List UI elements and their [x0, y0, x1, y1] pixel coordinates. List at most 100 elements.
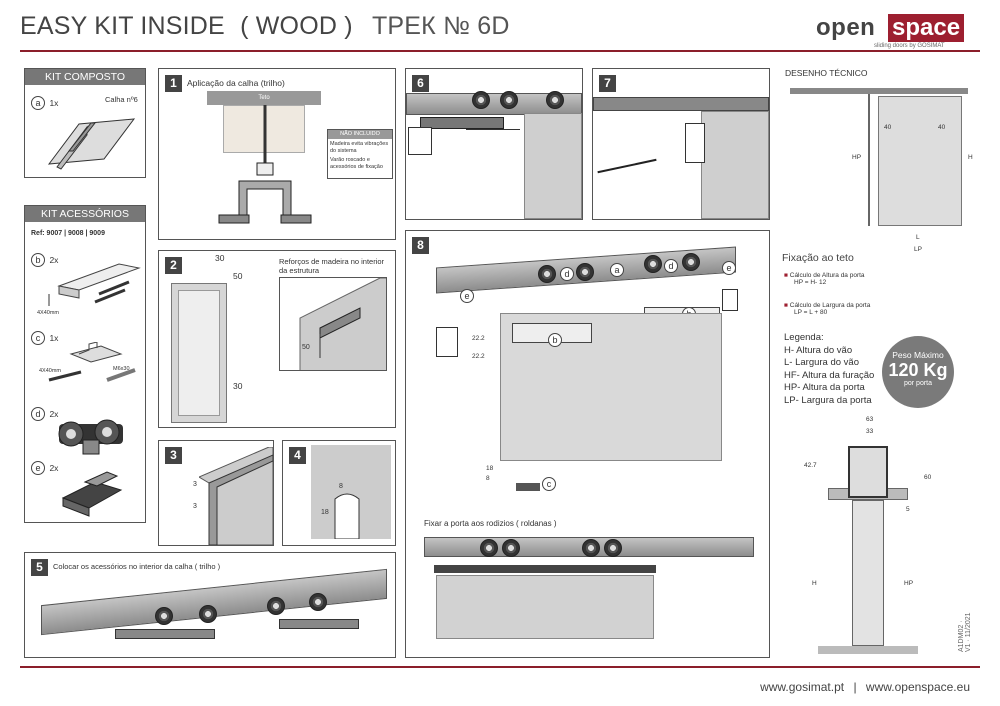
- kit-composto-label: Calha nº6: [105, 95, 138, 104]
- step8-wheel-1: [538, 265, 556, 283]
- step7-door: [701, 111, 769, 219]
- legenda-hf: HF- Altura da furação: [784, 369, 875, 381]
- step3-drawing: [199, 447, 273, 545]
- section-hp: HP: [904, 580, 914, 587]
- step8-letter-b2: b: [548, 333, 562, 347]
- page-title: EASY KIT INSIDE ( WOOD ) ТРЕК № 6D: [20, 12, 510, 41]
- step8-d3: 18: [486, 465, 494, 472]
- footer-divider: [20, 666, 980, 668]
- acc-qty-b: 2x: [49, 255, 59, 265]
- title-paren: ( WOOD ): [240, 12, 353, 40]
- step8-letter-d1: d: [560, 267, 574, 281]
- step2-reforcos: Reforços de madeira no interior da estru…: [279, 257, 385, 275]
- step2-panel: 2 30 30 50 30 Reforços de madeira no int…: [158, 250, 396, 428]
- step6-plate: [408, 127, 432, 155]
- step5-block-2: [279, 619, 359, 629]
- logo-tagline: sliding doors by GOSIMAT: [874, 43, 945, 49]
- acc-item-d: d 2x: [31, 404, 58, 422]
- section-33: 33: [866, 428, 874, 435]
- acc-note-c2: M6x30: [113, 366, 130, 372]
- desenho-hp: HP: [852, 154, 862, 161]
- calc2: ■ Cálculo de Largura da porta LP = L + 8…: [784, 302, 871, 316]
- step2-number: 2: [165, 257, 182, 274]
- step6-wheel-2: [500, 91, 518, 109]
- step8-number: 8: [412, 237, 429, 254]
- step4-number: 4: [289, 447, 306, 464]
- kit-composto-qty: 1x: [49, 98, 59, 108]
- weight-value: 120 Kg: [888, 360, 948, 380]
- step8-front-bar: [434, 565, 656, 573]
- step8-plate-left: [436, 327, 458, 357]
- weight-label: Peso Máximo: [892, 350, 944, 360]
- step1-panel: 1 Aplicação da calha (trilho) Teto NÃO I…: [158, 68, 396, 240]
- step8-plate-right: [722, 289, 738, 311]
- step4-groove: [334, 493, 360, 539]
- step8-letter-e2: e: [460, 289, 474, 303]
- item-letter-e: e: [31, 461, 45, 475]
- step5-block-1: [115, 629, 215, 639]
- calc1-title: Cálculo de Altura da porta: [789, 272, 865, 279]
- desenho-door: [878, 96, 962, 226]
- step8-wheel-3: [644, 255, 662, 273]
- bracket-drawing: [48, 342, 136, 382]
- step7-arrow: [597, 158, 657, 174]
- kit-acessorios-heading: KIT ACESSÓRIOS: [25, 206, 145, 222]
- step1-number: 1: [165, 75, 182, 92]
- calc1-formula: HP = H- 12: [794, 279, 827, 286]
- kit-acessorios-ref: Ref: 9007 | 9008 | 9009: [31, 230, 105, 237]
- step2-dim-right: 50: [233, 271, 243, 281]
- step7-number: 7: [599, 75, 616, 92]
- step6-door: [524, 113, 582, 219]
- acc-qty-e: 2x: [49, 463, 59, 473]
- step3-panel: 3 3 3: [158, 440, 274, 546]
- max-weight-badge: Peso Máximo 120 Kg por porta: [882, 336, 954, 408]
- acc-item-c: c 1x: [31, 328, 58, 346]
- legenda: Legenda: H- Altura do vão L- Largura do …: [784, 332, 874, 407]
- step6-wheel-1: [472, 91, 490, 109]
- step8-letter-e1: e: [722, 261, 736, 275]
- step8-letter-c: c: [542, 477, 556, 491]
- desenho-wall-left: [868, 94, 870, 226]
- step1-caption: Aplicação da calha (trilho): [187, 78, 285, 88]
- step7-plate: [685, 123, 705, 163]
- logo-open: open: [816, 14, 876, 41]
- item-letter-c: c: [31, 331, 45, 345]
- kit-composto-panel: KIT COMPOSTO a 1x Calha nº6: [24, 68, 146, 178]
- acc-qty-d: 2x: [49, 409, 59, 419]
- step8-front-wheel-1: [480, 539, 498, 557]
- calc1: ■ Cálculo de Altura da porta HP = H- 12: [784, 272, 865, 286]
- acc-note-b: 4X40mm: [37, 310, 60, 316]
- step8-front-wheel-3: [582, 539, 600, 557]
- title-subtitle: ТРЕК № 6D: [371, 12, 510, 40]
- step5-wheel-2: [199, 605, 217, 623]
- step8-caption: Fixar a porta aos rodizios ( roldanas ): [424, 519, 557, 528]
- step8-d2: 22.2: [472, 353, 485, 360]
- footer-site2[interactable]: www.openspace.eu: [865, 680, 970, 694]
- desenho-40a: 40: [884, 124, 892, 131]
- step2-dim-50: 50: [302, 344, 310, 351]
- section-rail: [848, 446, 888, 498]
- step4-d1: 8: [339, 483, 343, 490]
- step8-guide: [516, 483, 540, 491]
- footer-sep: |: [853, 680, 857, 694]
- step8-wheel-2: [576, 263, 594, 281]
- kit-composto-item: a 1x: [31, 93, 58, 111]
- step5-wheel-4: [309, 593, 327, 611]
- section-63: 63: [866, 416, 874, 423]
- desenho-lp: LP: [914, 246, 922, 253]
- stopper-drawing: [61, 471, 123, 517]
- rail-drawing: [47, 118, 136, 170]
- section-door: [852, 500, 884, 646]
- step8-wheel-4: [682, 253, 700, 271]
- document-code: A1DM02 · V1 · 11/2021: [958, 612, 972, 652]
- nao-incluido-note1: Madeira evita vibrações do sistema: [330, 141, 389, 154]
- footer-site1[interactable]: www.gosimat.pt: [760, 680, 845, 694]
- frame-drawing: [171, 283, 227, 423]
- section-60: 60: [924, 474, 932, 481]
- step8-d4: 8: [486, 475, 490, 482]
- step6-wheel-3: [546, 91, 564, 109]
- section-h: H: [812, 580, 817, 587]
- fixacao-heading: Fixação ao teto: [782, 252, 854, 264]
- reforcos-detail: 50: [279, 277, 387, 371]
- legenda-l: L- Largura do vão: [784, 357, 859, 368]
